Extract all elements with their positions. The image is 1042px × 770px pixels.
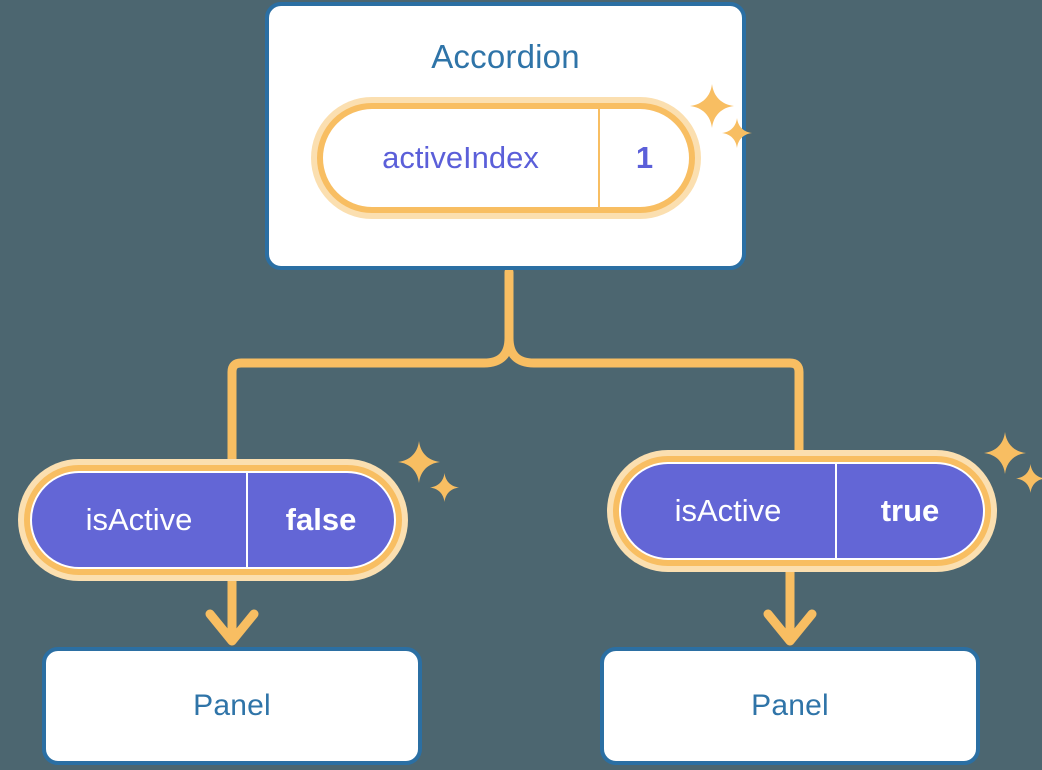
prop-pill-value-left: false (285, 502, 357, 537)
prop-pill-key-left: isActive (32, 473, 248, 567)
prop-pill-body-right: isActive true (619, 462, 985, 560)
prop-pill-is-active-false[interactable]: isActive false (18, 459, 408, 581)
arrow-down-icon-left (205, 578, 259, 646)
sparkle-four-point-large-icon (984, 432, 1026, 474)
prop-pill-is-active-true[interactable]: isActive true (607, 450, 997, 572)
sparkle-four-point-small-icon (1016, 464, 1042, 493)
arrow-down-icon-right (763, 570, 817, 646)
branch-connector-icon (227, 267, 514, 465)
state-pill-ring: activeIndex 1 (317, 103, 695, 213)
panel-card-left[interactable]: Panel (42, 647, 422, 765)
panel-title-right: Panel (751, 689, 829, 722)
state-pill-active-index[interactable]: activeIndex 1 (311, 97, 701, 219)
panel-card-right[interactable]: Panel (600, 647, 980, 765)
state-pill-body: activeIndex 1 (323, 109, 689, 207)
state-pill-value: 1 (635, 140, 654, 175)
prop-pill-value-right: true (880, 493, 940, 528)
prop-pill-ring-left: isActive false (24, 465, 402, 575)
state-pill-key: activeIndex (323, 109, 600, 207)
accordion-title: Accordion (431, 38, 580, 75)
panel-title-left: Panel (193, 689, 271, 722)
sparkle-group-left (396, 441, 462, 509)
prop-pill-body-left: isActive false (30, 471, 396, 569)
prop-pill-ring-right: isActive true (613, 456, 991, 566)
sparkle-four-point-small-icon (430, 473, 459, 502)
prop-pill-key-right: isActive (621, 464, 837, 558)
branch-connector-right-icon (504, 333, 804, 465)
sparkle-four-point-large-icon (398, 441, 440, 483)
